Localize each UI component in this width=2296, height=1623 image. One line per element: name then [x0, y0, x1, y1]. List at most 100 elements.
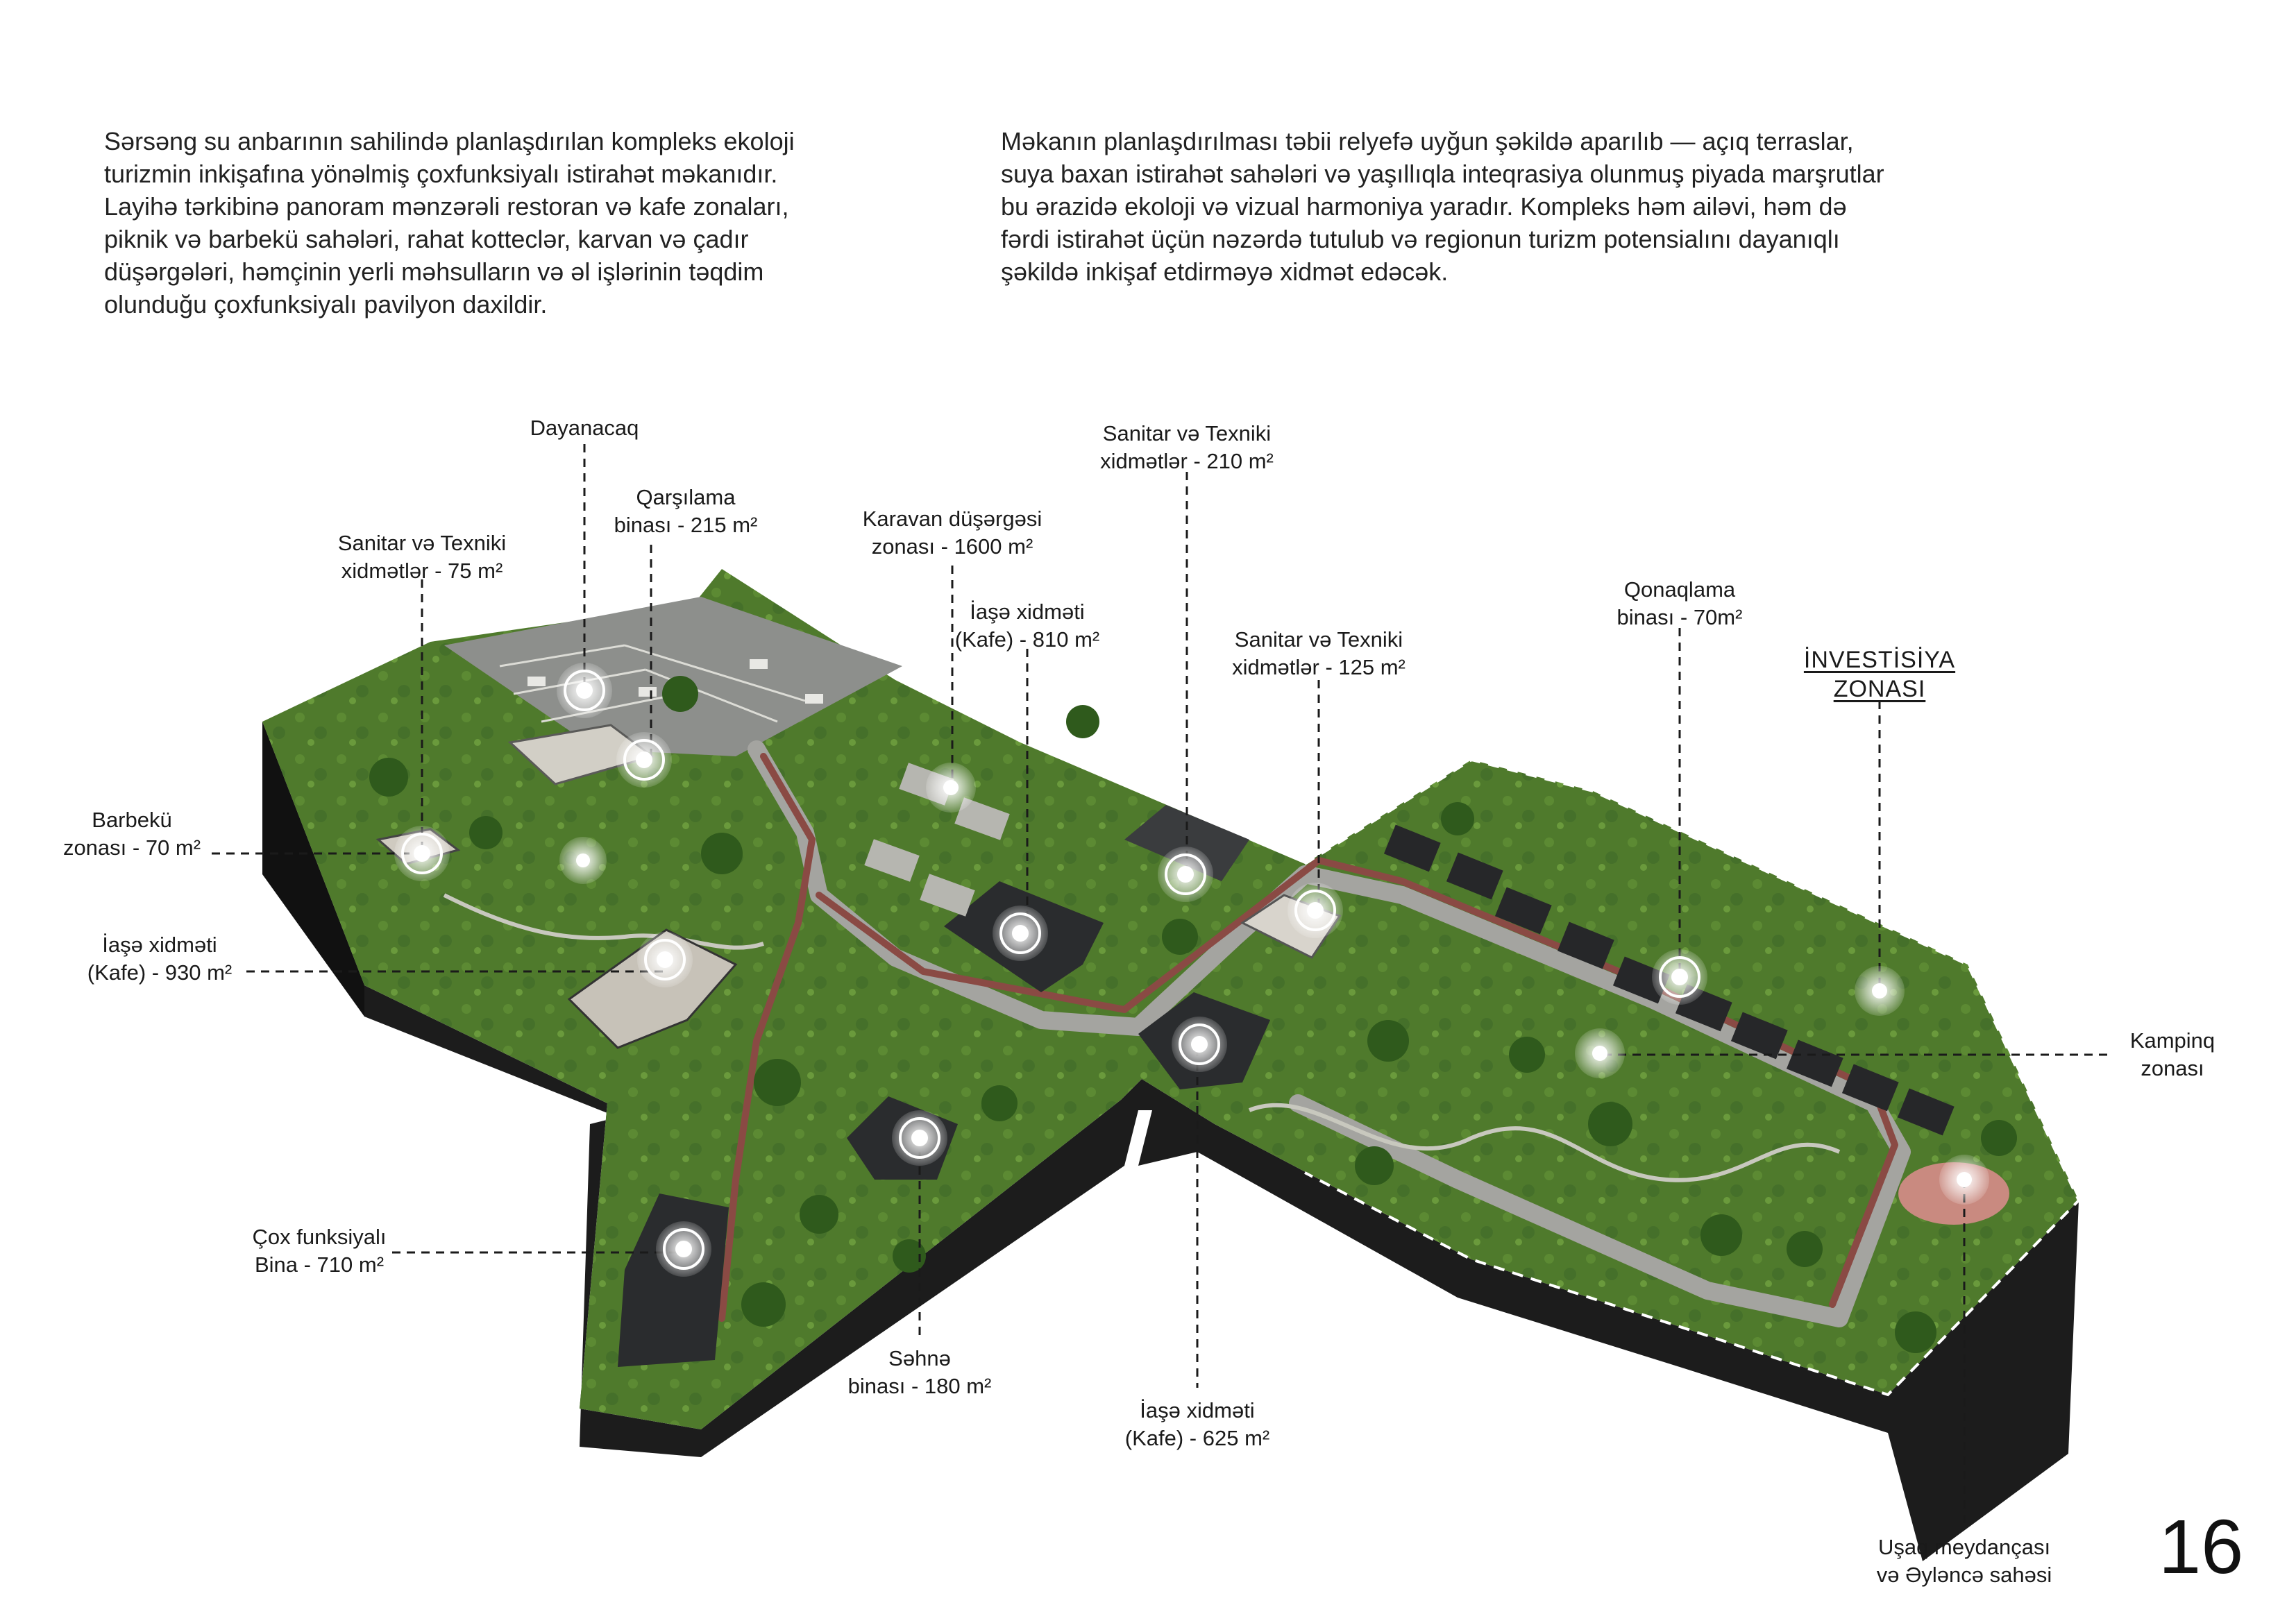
- label-cafe-625: İaşə xidməti (Kafe) - 625 m²: [1100, 1397, 1294, 1452]
- investment-zone-boundary: [1303, 758, 2081, 1397]
- bike-path: [718, 753, 1898, 1322]
- label-line: Səhnə: [888, 1346, 951, 1370]
- label-line: Çox funksiyalı: [252, 1225, 387, 1249]
- terrain-sides: [262, 722, 2079, 1561]
- label-cafe-930: İaşə xidməti (Kafe) - 930 m²: [66, 931, 253, 987]
- label-line: Bina - 710 m²: [254, 1252, 385, 1277]
- parked-car: [750, 659, 768, 669]
- label-sanitary-210: Sanitar və Texniki xidmətlər - 210 m²: [1072, 420, 1301, 475]
- location-marker: [616, 732, 672, 788]
- intro-left-line: düşərgələri, həmçinin yerli məhsulların …: [104, 257, 764, 286]
- location-marker: [1172, 1017, 1227, 1072]
- label-line: (Kafe) - 625 m²: [1124, 1426, 1270, 1450]
- tree: [1588, 1102, 1632, 1146]
- intro-left-line: olunduğu çoxfunksiyalı pavilyon daxildir…: [104, 290, 548, 318]
- tree: [1162, 919, 1198, 955]
- tree: [1441, 802, 1474, 835]
- cottage: [1612, 956, 1670, 1004]
- tree: [981, 1085, 1018, 1121]
- cottage: [1383, 824, 1441, 872]
- page-number: 16: [2159, 1504, 2244, 1590]
- location-marker: [656, 1221, 711, 1277]
- label-line: Barbekü: [92, 808, 172, 832]
- label-line: Qarşılama: [636, 485, 736, 509]
- terrain-side-left: [262, 722, 2079, 1561]
- leader-lines: [212, 444, 2110, 1523]
- label-line: xidmətlər - 75 m²: [341, 559, 503, 583]
- tree: [741, 1282, 786, 1327]
- tree: [1787, 1231, 1823, 1267]
- walking-path: [443, 893, 764, 950]
- intro-text-right: Məkanın planlaşdırılması təbii relyefə u…: [1001, 125, 1959, 288]
- parking-surface: [444, 597, 902, 756]
- tree: [469, 816, 503, 849]
- intro-right-line: fərdi istirahət üçün nəzərdə tutulub və …: [1001, 225, 1840, 253]
- caravan-pad: [954, 797, 1010, 840]
- label-playground: Uşaq meydançası və Əyləncə sahəsi: [1846, 1533, 2082, 1589]
- cottage: [1841, 1064, 1899, 1112]
- label-sanitary-125: Sanitar və Texniki xidmətlər - 125 m²: [1204, 626, 1433, 681]
- parked-car: [805, 694, 823, 704]
- label-line: İNVESTİSİYA: [1803, 647, 1956, 673]
- label-cafe-810: İaşə xidməti (Kafe) - 810 m²: [923, 598, 1131, 654]
- location-markers: [394, 663, 1989, 1277]
- tree: [1367, 1020, 1409, 1062]
- location-marker: [559, 837, 607, 884]
- tree: [1895, 1311, 1936, 1353]
- tree: [1066, 705, 1099, 738]
- label-line: Karavan düşərgəsi: [862, 507, 1043, 531]
- cottage: [1786, 1039, 1843, 1087]
- label-line: və Əyləncə sahəsi: [1876, 1563, 2052, 1587]
- label-line: zonası - 70 m²: [62, 835, 201, 860]
- location-marker: [1652, 949, 1707, 1005]
- tree: [1509, 1037, 1545, 1073]
- intro-left-line: Layihə tərkibinə panoram mənzərəli resto…: [104, 192, 789, 221]
- walking-path: [1248, 1103, 1841, 1182]
- label-line: binası - 70m²: [1617, 605, 1743, 629]
- tree: [800, 1195, 838, 1234]
- label-line: Sanitar və Texniki: [1102, 421, 1272, 445]
- location-marker: [1939, 1155, 1989, 1205]
- tree: [893, 1239, 926, 1273]
- label-line: Sanitar və Texniki: [1234, 627, 1403, 652]
- cottage: [1557, 921, 1614, 969]
- label-line: Dayanacaq: [530, 416, 639, 440]
- label-sanitary-75: Sanitar və Texniki xidmətlər - 75 m²: [311, 529, 533, 585]
- label-investment-zone: İNVESTİSİYA ZONASI: [1782, 645, 1977, 704]
- label-line: ZONASI: [1833, 676, 1926, 702]
- intro-left-line: turizmin inkişafına yönəlmiş çoxfunksiya…: [104, 160, 778, 188]
- tree: [1700, 1214, 1742, 1256]
- cottage: [1494, 887, 1552, 935]
- location-marker: [892, 1110, 947, 1166]
- label-reception: Qarşılama binası - 215 m²: [582, 484, 790, 539]
- tree: [662, 676, 698, 712]
- label-multifunction: Çox funksiyalı Bina - 710 m²: [226, 1223, 413, 1279]
- label-stage: Səhnə binası - 180 m²: [826, 1345, 1013, 1400]
- cottages: [1383, 824, 1955, 1136]
- label-line: binası - 180 m²: [847, 1374, 992, 1398]
- location-marker: [1855, 966, 1905, 1016]
- intro-text-left: Sərsəng su anbarının sahilində planlaşdı…: [104, 125, 888, 321]
- intro-right-line: şəkildə inkişaf etdirməyə xidmət edəcək.: [1001, 257, 1449, 286]
- location-marker: [557, 663, 612, 718]
- label-line: xidmətlər - 210 m²: [1100, 449, 1274, 473]
- label-line: zonası: [2141, 1056, 2204, 1080]
- intro-right-line: bu ərazidə ekoloji və vizual harmoniya y…: [1001, 192, 1847, 221]
- label-line: İaşə xidməti: [1140, 1398, 1255, 1422]
- intro-left-line: piknik və barbekü sahələri, rahat kottеc…: [104, 225, 749, 253]
- label-line: İaşə xidməti: [970, 600, 1085, 624]
- label-camping: Kampinq zonası: [2110, 1027, 2235, 1082]
- tree: [754, 1059, 801, 1106]
- label-parking: Dayanacaq: [494, 414, 675, 442]
- tree: [1981, 1120, 2017, 1156]
- label-line: İaşə xidməti: [102, 933, 217, 957]
- label-line: Uşaq meydançası: [1877, 1535, 2051, 1559]
- intro-left-line: Sərsəng su anbarının sahilində planlaşdı…: [104, 127, 795, 155]
- label-guesthouse: Qonaqlama binası - 70m²: [1579, 576, 1780, 631]
- parked-car: [639, 687, 657, 697]
- label-line: Sanitar və Texniki: [337, 531, 507, 555]
- location-marker: [1288, 883, 1343, 938]
- cottage: [1730, 1012, 1788, 1060]
- label-line: (Kafe) - 930 m²: [87, 960, 233, 985]
